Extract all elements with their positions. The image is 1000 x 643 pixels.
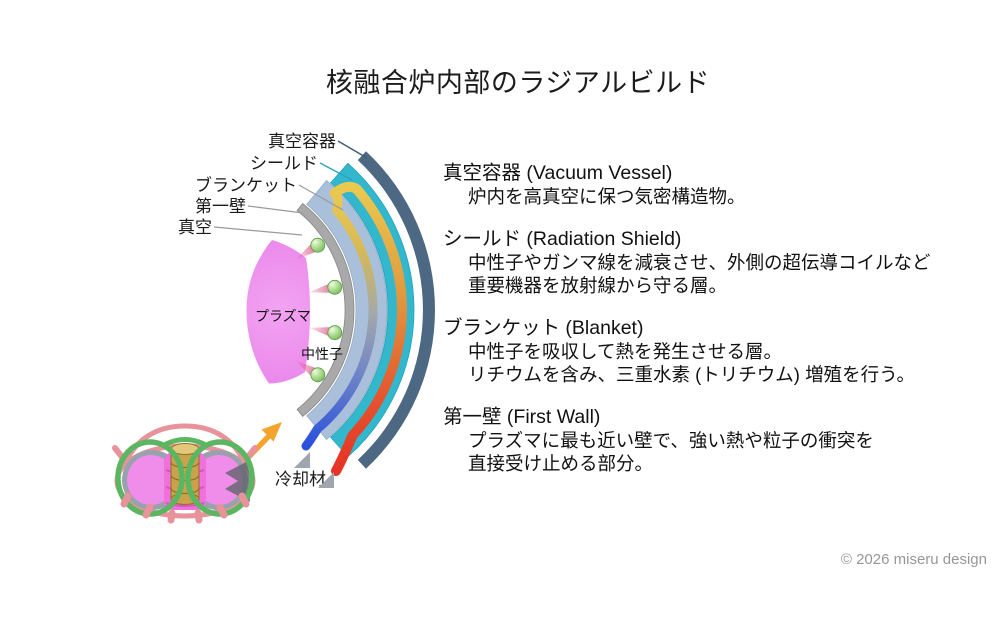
label-vacuum: 真空	[178, 218, 212, 237]
desc-heading-blanket: ブランケット (Blanket)	[443, 317, 644, 339]
neutron-ball	[327, 325, 343, 341]
neutron-ball	[327, 279, 343, 295]
label-first-wall: 第一壁	[195, 197, 246, 216]
desc-block-vacuum-vessel: 真空容器 (Vacuum Vessel) 炉内を高真空に保つ気密構造物。	[443, 162, 991, 208]
desc-line: 炉内を高真空に保つ気密構造物。	[468, 186, 746, 207]
blanket-band	[306, 180, 388, 440]
desc-line: 重要機器を放射線から守る層。	[468, 275, 728, 296]
page-title: 核融合炉内部のラジアルビルド	[325, 68, 711, 98]
desc-block-blanket: ブランケット (Blanket) 中性子を吸収して熱を発生させる層。 リチウムを…	[443, 317, 991, 386]
neutron-ball	[310, 367, 326, 383]
desc-heading-first-wall: 第一壁 (First Wall)	[443, 406, 601, 428]
vacuum-vessel-band	[357, 151, 436, 469]
leader-line-shield	[319, 162, 353, 181]
description-list: 真空容器 (Vacuum Vessel) 炉内を高真空に保つ気密構造物。 シール…	[443, 162, 991, 495]
leader-line-vacuum	[213, 226, 303, 236]
desc-block-first-wall: 第一壁 (First Wall) プラズマに最も近い壁で、強い熱や粒子の衝突を …	[443, 406, 991, 475]
coolant-pipe-hot-leg	[329, 181, 407, 476]
desc-block-shield: シールド (Radiation Shield) 中性子やガンマ線を減衰させ、外側…	[443, 228, 991, 297]
leader-line-vacuum-vessel	[337, 140, 368, 159]
leader-line-blanket	[298, 184, 344, 211]
leader-line-first-wall	[247, 205, 304, 214]
plasma-region	[246, 240, 311, 384]
desc-heading-shield: シールド (Radiation Shield)	[443, 228, 682, 250]
desc-line: リチウムを含み、三重水素 (トリチウム) 増殖を行う。	[468, 364, 915, 385]
label-neutron: 中性子	[301, 346, 343, 362]
label-plasma: プラズマ	[255, 308, 311, 324]
coolant-pointer-hot-icon	[318, 472, 334, 488]
desc-line: 中性子を吸収して熱を発生させる層。	[468, 341, 782, 362]
copyright-note: © 2026 miseru design	[840, 551, 987, 568]
desc-line: プラズマに最も近い壁で、強い熱や粒子の衝突を	[468, 430, 874, 451]
coolant-pointer-cold-icon	[294, 452, 310, 468]
label-shield: シールド	[250, 154, 318, 173]
first-wall-band	[296, 203, 355, 417]
desc-line: 中性子やガンマ線を減衰させ、外側の超伝導コイルなど	[468, 252, 931, 273]
desc-line: 直接受け止める部分。	[468, 453, 654, 474]
neutron-ball	[310, 237, 326, 253]
label-blanket: ブランケット	[195, 175, 297, 195]
arc-assembly	[246, 151, 436, 476]
label-vacuum-vessel: 真空容器	[268, 132, 336, 151]
tokamak-thumbnail	[112, 423, 258, 524]
desc-heading-vacuum-vessel: 真空容器 (Vacuum Vessel)	[443, 162, 673, 184]
label-coolant: 冷却材	[275, 470, 326, 489]
